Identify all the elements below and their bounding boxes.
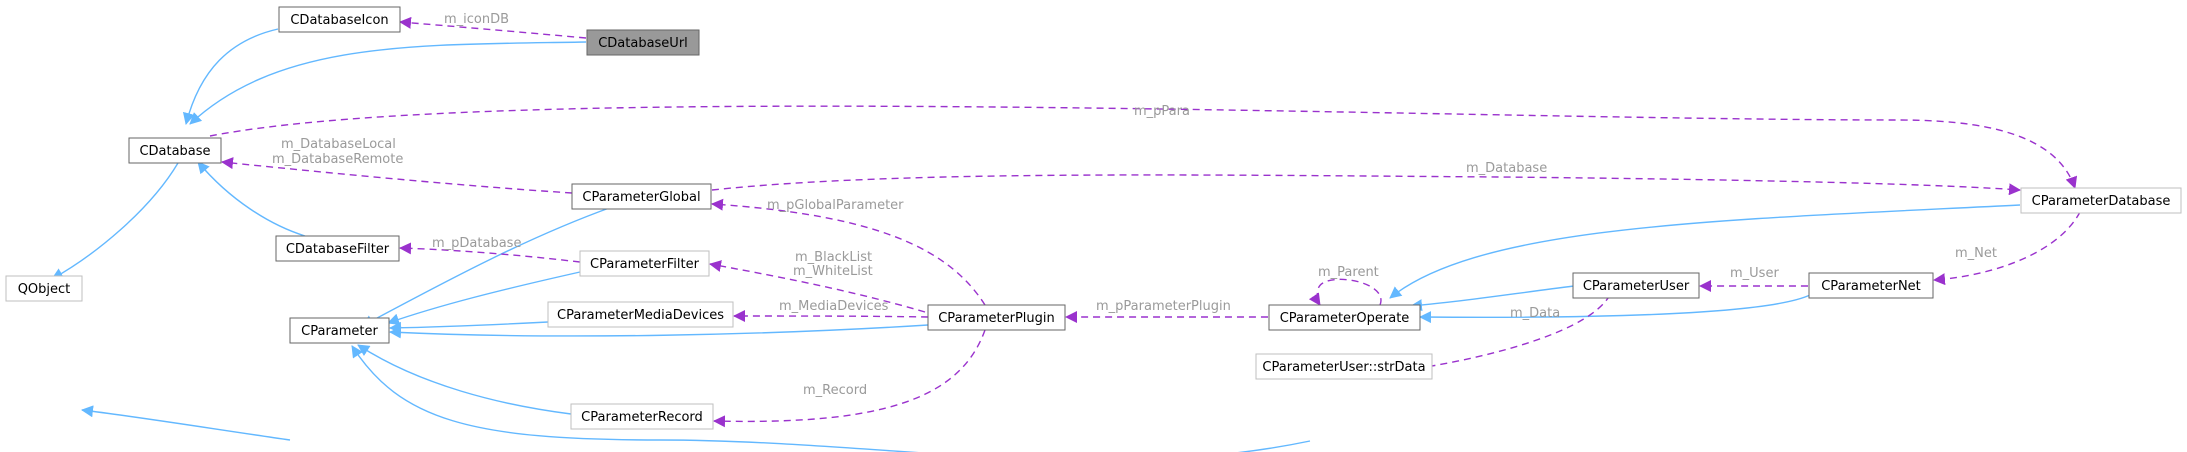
- label-m-icondb: m_iconDB: [444, 12, 509, 27]
- label-m-database: m_Database: [1466, 161, 1547, 176]
- edge-m-data: [1419, 294, 1611, 373]
- node-cparameterdatabase[interactable]: CParameterDatabase: [2020, 187, 2182, 214]
- node-cdatabaseurl[interactable]: CDatabaseUrl: [586, 29, 700, 56]
- label-m-data: m_Data: [1510, 306, 1560, 321]
- edge-cdatabaseicon-to-cdatabase: [182, 28, 279, 125]
- node-cdatabase-label: CDatabase: [139, 144, 210, 159]
- node-cparameter-label: CParameter: [301, 324, 378, 339]
- node-cdatabase[interactable]: CDatabase: [128, 137, 222, 164]
- label-m-record: m_Record: [803, 383, 867, 398]
- nodes: CDatabaseIcon CDatabaseUrl CDatabase CDa…: [5, 6, 2182, 430]
- edge-m-ppara: [209, 105, 2078, 189]
- edge-cparameterplugin-to-cparameter: [389, 324, 929, 339]
- edge-cparameteruser-to-cparameteroperate: [1410, 285, 1575, 312]
- node-cparameterrecord[interactable]: CParameterRecord: [570, 403, 714, 430]
- edge-m-net: [1933, 211, 2081, 286]
- node-cparameterplugin-label: CParameterPlugin: [938, 311, 1055, 326]
- edge-cparameterrecord-to-cparameter: [357, 344, 572, 415]
- node-cdatabaseicon[interactable]: CDatabaseIcon: [278, 6, 401, 33]
- label-m-user: m_User: [1730, 266, 1779, 281]
- node-cdatabaseicon-label: CDatabaseIcon: [290, 13, 388, 28]
- node-cparameteroperate[interactable]: CParameterOperate: [1268, 304, 1421, 331]
- edge-m-record: [713, 329, 986, 428]
- node-cparameterdatabase-label: CParameterDatabase: [2032, 194, 2171, 209]
- label-m-pglobalparameter: m_pGlobalParameter: [767, 198, 904, 213]
- edge-cparameternet-to-cparameteroperate: [1419, 294, 1811, 324]
- edge-cdatabaseurl-to-cdatabase: [189, 41, 587, 125]
- node-qobject-label: QObject: [18, 282, 71, 297]
- label-m-blacklist: m_BlackList: [795, 250, 872, 265]
- node-cparameternet[interactable]: CParameterNet: [1808, 272, 1934, 299]
- label-m-databaseremote: m_DatabaseRemote: [272, 152, 403, 167]
- label-m-pdatabase: m_pDatabase: [432, 236, 521, 251]
- node-cdatabaseurl-label: CDatabaseUrl: [598, 36, 688, 51]
- edge-m-mediadevices: [733, 310, 929, 323]
- node-cparameteruser[interactable]: CParameterUser: [1572, 272, 1700, 299]
- edge-cparameteroperate-to-cparameter: [351, 345, 1311, 452]
- edge-m-icondb: [399, 16, 587, 39]
- label-m-net: m_Net: [1955, 246, 1997, 261]
- edge-m-databaselocal-remote: [221, 157, 573, 194]
- edge-labels: m_iconDB m_pPara m_DatabaseLocal m_Datab…: [272, 12, 1997, 398]
- label-m-ppara: m_pPara: [1134, 104, 1190, 119]
- node-cparametermediadevices-label: CParameterMediaDevices: [557, 308, 724, 323]
- member-edges: [209, 16, 2081, 428]
- edge-cparameter-to-qobject: [81, 405, 291, 441]
- node-cdatabasefilter[interactable]: CDatabaseFilter: [275, 235, 400, 262]
- edge-cparameterdatabase-to-cparameteroperate: [1389, 204, 2021, 299]
- label-m-pparameterplugin: m_pParameterPlugin: [1096, 299, 1231, 314]
- node-cparametermediadevices[interactable]: CParameterMediaDevices: [547, 301, 734, 328]
- node-cparameterfilter-label: CParameterFilter: [590, 257, 700, 272]
- edge-cdatabase-to-qobject: [51, 162, 179, 280]
- label-m-mediadevices: m_MediaDevices: [779, 299, 889, 314]
- node-cparameterfilter[interactable]: CParameterFilter: [579, 250, 710, 277]
- edge-m-parent: [1308, 278, 1382, 306]
- node-cparameterglobal-label: CParameterGlobal: [582, 190, 700, 205]
- label-m-whitelist: m_WhiteList: [793, 264, 873, 279]
- edge-cparametermediadevices-to-cparameter: [389, 321, 549, 334]
- node-cparameteruser-label: CParameterUser: [1583, 279, 1690, 294]
- edge-m-pglobalparameter: [711, 198, 986, 306]
- edge-cparameterfilter-to-cparameter: [387, 271, 581, 326]
- edge-m-blacklist-whitelist: [709, 260, 926, 313]
- node-cparameteroperate-label: CParameterOperate: [1280, 311, 1410, 326]
- node-cparameterglobal[interactable]: CParameterGlobal: [571, 183, 712, 210]
- node-cparameter[interactable]: CParameter: [289, 317, 390, 344]
- node-cparameteruser-strdata-label: CParameterUser::strData: [1262, 360, 1425, 375]
- node-cparameterrecord-label: CParameterRecord: [581, 410, 703, 425]
- edge-cparameterglobal-to-cparameter: [361, 206, 613, 327]
- label-m-parent: m_Parent: [1318, 265, 1379, 280]
- label-m-databaselocal: m_DatabaseLocal: [281, 137, 396, 152]
- node-cparameterplugin[interactable]: CParameterPlugin: [927, 304, 1066, 331]
- inheritance-edges: [51, 28, 2021, 452]
- edge-cdatabasefilter-to-cdatabase: [197, 161, 306, 237]
- node-cdatabasefilter-label: CDatabaseFilter: [286, 242, 390, 257]
- edge-m-pdatabase: [399, 242, 581, 263]
- node-qobject[interactable]: QObject: [5, 275, 83, 302]
- node-cparameteruser-strdata[interactable]: CParameterUser::strData: [1255, 353, 1433, 380]
- edge-m-database: [711, 174, 2021, 196]
- node-cparameternet-label: CParameterNet: [1821, 279, 1921, 294]
